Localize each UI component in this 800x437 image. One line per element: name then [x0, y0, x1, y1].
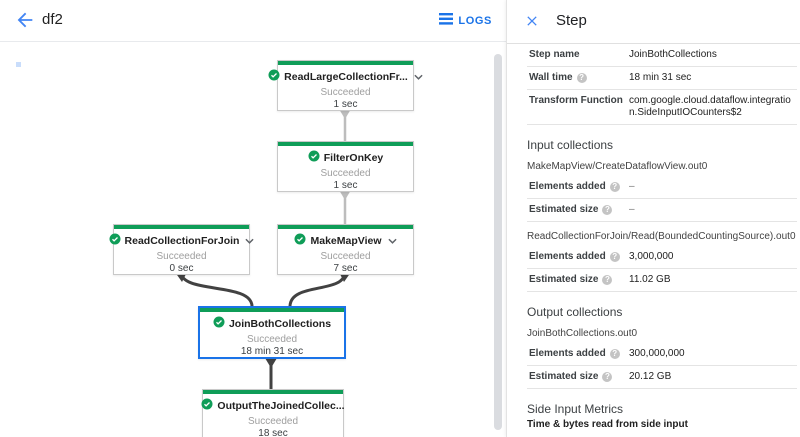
wall-time-value: 18 min 31 sec — [629, 72, 692, 83]
estimated-size-label: Estimated size — [529, 371, 599, 382]
node-success-bar — [203, 390, 343, 394]
logs-icon — [439, 13, 454, 28]
pipeline-graph[interactable]: ReadLargeCollectionFr... Succeeded 1 sec… — [0, 42, 506, 437]
elements-added-row: Elements added 3,000,000 — [527, 246, 797, 269]
side-input-metrics-title: Side Input Metrics — [527, 402, 624, 416]
node-output-the-joined-collection[interactable]: OutputTheJoinedCollec... Succeeded 18 se… — [201, 389, 345, 437]
node-join-both-collections-selected[interactable]: JoinBothCollections Succeeded 18 min 31 … — [198, 306, 346, 359]
input-collection-name: MakeMapView/CreateDataflowView.out0 — [527, 161, 708, 172]
job-title: df2 — [42, 11, 63, 28]
back-button[interactable] — [13, 9, 37, 33]
node-time: 7 sec — [333, 263, 358, 274]
elements-added-row: Elements added 300,000,000 — [527, 343, 797, 366]
node-status: Succeeded — [246, 334, 298, 345]
node-success-bar — [200, 308, 344, 312]
chevron-down-icon[interactable] — [245, 238, 255, 244]
node-time: 1 sec — [333, 99, 358, 110]
node-success-bar — [278, 61, 413, 65]
help-icon[interactable] — [609, 182, 620, 192]
estimated-size-label: Estimated size — [529, 204, 599, 215]
logs-button[interactable]: LOGS — [437, 9, 494, 32]
step-name-label: Step name — [529, 49, 580, 60]
help-icon[interactable] — [602, 205, 613, 215]
panel-title: Step — [556, 12, 587, 29]
node-title: MakeMapView — [310, 235, 382, 247]
transform-function-row: Transform Function com.google.cloud.data… — [527, 90, 797, 125]
node-time: 0 sec — [169, 263, 194, 274]
node-time: 1 sec — [333, 180, 358, 191]
estimated-size-label: Estimated size — [529, 274, 599, 285]
step-panel-header: Step — [507, 0, 800, 44]
success-check-icon — [213, 315, 225, 333]
transform-function-value: com.google.cloud.dataflow.integration.Si… — [629, 95, 791, 118]
estimated-size-value: 20.12 GB — [629, 371, 672, 382]
close-panel-button[interactable] — [521, 11, 543, 33]
node-time: 18 sec — [258, 428, 288, 437]
step-name-row: Step name JoinBothCollections — [527, 44, 797, 67]
chevron-down-icon[interactable] — [387, 238, 397, 244]
node-read-large-collection[interactable]: ReadLargeCollectionFr... Succeeded 1 sec — [268, 60, 423, 111]
elements-added-row: Elements added – — [527, 176, 797, 199]
output-collection-name: JoinBothCollections.out0 — [527, 328, 638, 339]
node-success-bar — [278, 225, 413, 229]
node-filter-on-key[interactable]: FilterOnKey Succeeded 1 sec — [277, 141, 414, 192]
node-success-bar — [278, 142, 413, 146]
node-status: Succeeded — [320, 168, 371, 179]
node-title: ReadLargeCollectionFr... — [284, 71, 408, 83]
node-title: ReadCollectionForJoin — [124, 235, 240, 247]
node-make-map-view[interactable]: MakeMapView Succeeded 7 sec — [277, 224, 414, 275]
logs-label: LOGS — [458, 14, 492, 27]
success-check-icon — [109, 232, 121, 250]
input-collection-name: ReadCollectionForJoin/Read(BoundedCounti… — [527, 231, 796, 242]
minimap-dot — [16, 62, 21, 67]
elements-added-value: 3,000,000 — [629, 251, 674, 262]
elements-added-label: Elements added — [529, 251, 606, 262]
estimated-size-row: Estimated size 20.12 GB — [527, 366, 797, 389]
elements-added-value: – — [629, 181, 635, 192]
step-details-panel: Step Step name JoinBothCollections Wall … — [506, 0, 800, 437]
node-read-collection-for-join[interactable]: ReadCollectionForJoin Succeeded 0 sec — [109, 224, 255, 275]
step-name-value: JoinBothCollections — [629, 49, 717, 60]
wall-time-row: Wall time 18 min 31 sec — [527, 67, 797, 90]
help-icon[interactable] — [576, 73, 587, 83]
success-check-icon — [308, 149, 320, 167]
node-status: Succeeded — [247, 416, 299, 427]
job-header: df2 LOGS — [0, 0, 506, 42]
node-time: 18 min 31 sec — [240, 346, 304, 357]
help-icon[interactable] — [602, 275, 613, 285]
graph-scrollbar-thumb[interactable] — [494, 54, 502, 430]
graph-pane: df2 LOGS — [0, 0, 506, 437]
node-status: Succeeded — [156, 251, 207, 262]
estimated-size-value: – — [629, 204, 635, 215]
help-icon[interactable] — [609, 349, 620, 359]
node-title: FilterOnKey — [323, 152, 384, 164]
side-input-metrics-subtitle: Time & bytes read from side input — [527, 419, 688, 430]
elements-added-label: Elements added — [529, 181, 606, 192]
elements-added-label: Elements added — [529, 348, 606, 359]
node-status: Succeeded — [320, 87, 371, 98]
success-check-icon — [294, 232, 306, 250]
close-icon — [524, 15, 540, 32]
input-collections-title: Input collections — [527, 138, 614, 152]
help-icon[interactable] — [602, 372, 613, 382]
node-title: OutputTheJoinedCollec... — [217, 400, 345, 412]
node-title: JoinBothCollections — [228, 318, 332, 330]
transform-function-label: Transform Function — [529, 95, 623, 106]
elements-added-value: 300,000,000 — [629, 348, 685, 359]
chevron-down-icon[interactable] — [414, 74, 423, 80]
back-arrow-icon — [14, 12, 36, 34]
wall-time-label: Wall time — [529, 72, 573, 83]
help-icon[interactable] — [609, 252, 620, 262]
step-panel-body[interactable]: Step name JoinBothCollections Wall time … — [507, 44, 800, 437]
node-status: Succeeded — [320, 251, 371, 262]
estimated-size-row: Estimated size – — [527, 199, 797, 222]
node-success-bar — [114, 225, 249, 229]
estimated-size-row: Estimated size 11.02 GB — [527, 269, 797, 292]
success-check-icon — [201, 397, 213, 415]
success-check-icon — [268, 68, 280, 86]
output-collections-title: Output collections — [527, 305, 623, 319]
estimated-size-value: 11.02 GB — [629, 274, 671, 285]
